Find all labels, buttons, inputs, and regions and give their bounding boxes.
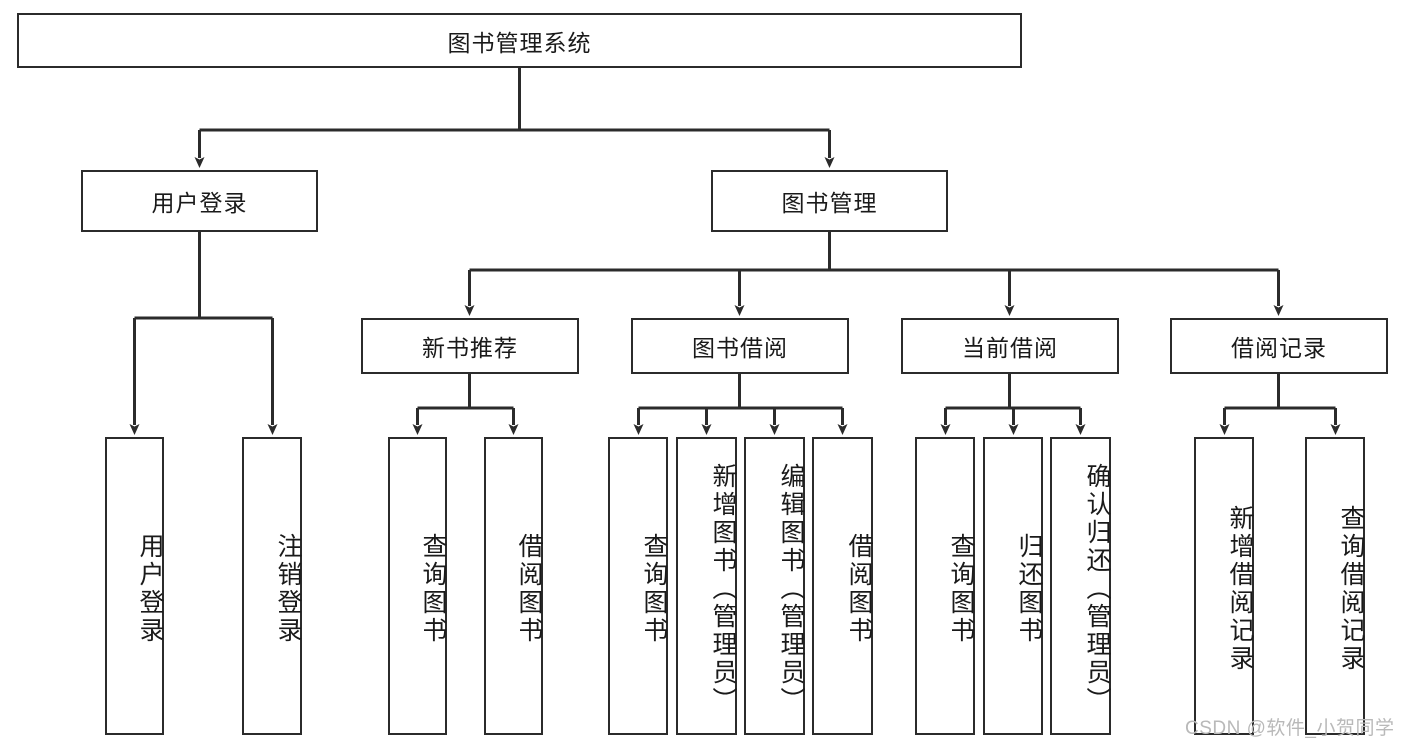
node-leaf-query-borrow-record[interactable]: 查询借阅记录	[1305, 437, 1365, 735]
node-label: 确认归还（管理员）	[1083, 463, 1111, 715]
node-leaf-logout-login[interactable]: 注销登录	[242, 437, 302, 735]
node-label: 查询图书	[947, 533, 975, 645]
node-label: 用户登录	[151, 190, 248, 216]
node-label: 新书推荐	[422, 335, 518, 361]
node-root-system[interactable]: 图书管理系统	[17, 13, 1022, 68]
node-label: 用户登录	[136, 533, 164, 645]
node-leaf-user-login[interactable]: 用户登录	[105, 437, 164, 735]
node-label: 借阅图书	[515, 533, 543, 645]
node-label: 编辑图书（管理员）	[777, 463, 805, 715]
node-leaf-edit-book-admin[interactable]: 编辑图书（管理员）	[744, 437, 805, 735]
node-borrow-record[interactable]: 借阅记录	[1170, 318, 1388, 374]
node-label: 注销登录	[274, 533, 302, 645]
node-label: 图书管理系统	[447, 29, 592, 56]
node-user-login[interactable]: 用户登录	[81, 170, 318, 232]
node-new-book-recommend[interactable]: 新书推荐	[361, 318, 579, 374]
node-leaf-add-borrow-record[interactable]: 新增借阅记录	[1194, 437, 1254, 735]
node-label: 图书管理	[781, 190, 878, 216]
node-label: 归还图书	[1015, 533, 1043, 645]
node-label: 新增图书（管理员）	[709, 463, 737, 715]
node-label: 图书借阅	[692, 335, 788, 361]
node-leaf-borrow-book-recommend[interactable]: 借阅图书	[484, 437, 543, 735]
node-book-borrow[interactable]: 图书借阅	[631, 318, 849, 374]
node-leaf-borrow-book[interactable]: 借阅图书	[812, 437, 873, 735]
node-label: 查询图书	[419, 533, 447, 645]
watermark-text: CSDN @软件_小贺同学	[1185, 718, 1395, 739]
node-leaf-confirm-return-admin[interactable]: 确认归还（管理员）	[1050, 437, 1111, 735]
node-leaf-add-book-admin[interactable]: 新增图书（管理员）	[676, 437, 737, 735]
node-leaf-query-book-recommend[interactable]: 查询图书	[388, 437, 447, 735]
node-label: 查询图书	[640, 533, 668, 645]
node-label: 借阅图书	[845, 533, 873, 645]
node-current-borrow[interactable]: 当前借阅	[901, 318, 1119, 374]
node-label: 借阅记录	[1231, 335, 1327, 361]
node-leaf-query-book-borrow[interactable]: 查询图书	[608, 437, 668, 735]
node-label: 当前借阅	[962, 335, 1058, 361]
node-label: 新增借阅记录	[1226, 505, 1254, 673]
node-book-manage[interactable]: 图书管理	[711, 170, 948, 232]
node-leaf-query-book-current[interactable]: 查询图书	[915, 437, 975, 735]
node-leaf-return-book[interactable]: 归还图书	[983, 437, 1043, 735]
node-label: 查询借阅记录	[1337, 505, 1365, 673]
